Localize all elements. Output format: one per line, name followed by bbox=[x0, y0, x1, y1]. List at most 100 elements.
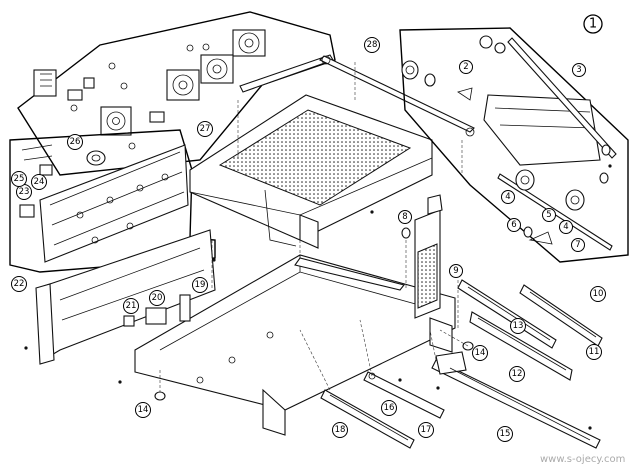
callout-circle bbox=[149, 290, 165, 306]
gear-pair-4 bbox=[515, 169, 585, 211]
left-side-frame-panel bbox=[9, 129, 216, 273]
callout-25: 25 bbox=[11, 171, 27, 187]
callout-label: 15 bbox=[500, 429, 511, 439]
gear-26 bbox=[86, 150, 106, 166]
rail-10 bbox=[519, 284, 603, 347]
callout-circle bbox=[572, 63, 586, 77]
figure-number: 1 bbox=[589, 17, 597, 32]
callout-label: 10 bbox=[593, 289, 604, 299]
shaft-3 bbox=[507, 37, 617, 159]
gear-unit-1 bbox=[232, 29, 266, 57]
callout-24: 24 bbox=[31, 174, 47, 190]
callout-18: 18 bbox=[332, 422, 348, 438]
part-21 bbox=[123, 315, 135, 327]
bracket-cluster bbox=[33, 43, 210, 150]
callout-circle bbox=[590, 286, 606, 302]
small-brackets bbox=[123, 294, 191, 327]
callout-circle bbox=[398, 210, 412, 224]
assembly-guides bbox=[159, 60, 469, 392]
callout-7: 7 bbox=[571, 238, 585, 252]
callout-label: 14 bbox=[475, 348, 486, 358]
callout-circle bbox=[192, 277, 208, 293]
callout-label: 2 bbox=[463, 62, 468, 72]
part-23 bbox=[19, 204, 35, 218]
part-7 bbox=[528, 231, 553, 245]
callout-27: 27 bbox=[197, 121, 213, 137]
drive-bracket bbox=[483, 94, 601, 166]
gear-unit-2 bbox=[200, 54, 234, 84]
callout-9: 9 bbox=[449, 264, 463, 278]
callout-label: 26 bbox=[70, 137, 81, 147]
callout-circle bbox=[459, 60, 473, 74]
callout-label: 14 bbox=[138, 405, 149, 415]
clip-2 bbox=[457, 87, 473, 101]
part-19 bbox=[179, 294, 191, 322]
callout-17: 17 bbox=[418, 422, 434, 438]
callout-22: 22 bbox=[11, 276, 27, 292]
part-20 bbox=[145, 307, 167, 325]
callout-26: 26 bbox=[67, 134, 83, 150]
rail-18 bbox=[320, 389, 415, 449]
drive-gear-panel bbox=[17, 11, 336, 176]
callout-label: 20 bbox=[152, 293, 163, 303]
callout-label: 27 bbox=[200, 124, 211, 134]
base-foot-front bbox=[262, 388, 286, 436]
callout-13: 13 bbox=[510, 318, 526, 334]
callout-2: 2 bbox=[459, 60, 473, 74]
callout-circle bbox=[31, 174, 47, 190]
callout-circle bbox=[571, 238, 585, 252]
callout-circle bbox=[510, 318, 526, 334]
callout-label: 4 bbox=[563, 222, 568, 232]
vertical-column bbox=[401, 194, 443, 319]
callout-label: 22 bbox=[14, 279, 25, 289]
callout-15: 15 bbox=[497, 426, 513, 442]
callout-label: 24 bbox=[34, 177, 45, 187]
rail-12 bbox=[469, 311, 573, 381]
callout-label: 18 bbox=[335, 425, 346, 435]
part-24 bbox=[39, 164, 53, 176]
callout-6: 6 bbox=[507, 218, 521, 232]
rail-28 bbox=[319, 55, 475, 137]
left-side-plate bbox=[39, 144, 189, 263]
callout-label: 25 bbox=[14, 174, 25, 184]
gear-unit-4 bbox=[100, 106, 132, 136]
callout-19: 19 bbox=[192, 277, 208, 293]
rail-16 bbox=[363, 371, 445, 419]
callout-20: 20 bbox=[149, 290, 165, 306]
callout-label: 23 bbox=[19, 187, 30, 197]
callout-label: 11 bbox=[589, 347, 600, 357]
callout-14: 14 bbox=[472, 345, 488, 361]
callout-circle bbox=[507, 218, 521, 232]
callout-circle bbox=[418, 422, 434, 438]
callout-circle bbox=[11, 276, 27, 292]
washer-14-left bbox=[154, 391, 166, 401]
base-inner-rail bbox=[294, 257, 405, 291]
callout-circle bbox=[67, 134, 83, 150]
callout-label: 5 bbox=[546, 210, 551, 220]
callout-16: 16 bbox=[381, 400, 397, 416]
bushing-6 bbox=[523, 226, 533, 238]
callout-circle bbox=[501, 190, 515, 204]
callout-label: 7 bbox=[575, 240, 580, 250]
callout-circle bbox=[559, 220, 573, 234]
rail-15 bbox=[431, 351, 601, 449]
callout-circle bbox=[497, 426, 513, 442]
base-frame bbox=[134, 254, 456, 436]
callout-circle bbox=[472, 345, 488, 361]
callout-label: 21 bbox=[126, 301, 137, 311]
callout-label: 3 bbox=[576, 65, 581, 75]
callout-label: 9 bbox=[453, 266, 458, 276]
callout-label: 6 bbox=[511, 220, 516, 230]
left-side-holes bbox=[76, 173, 169, 244]
callout-circle bbox=[509, 366, 525, 382]
gear-unit-3 bbox=[166, 69, 200, 101]
callout-label: 17 bbox=[421, 425, 432, 435]
callout-circle bbox=[542, 208, 556, 222]
guide-rail bbox=[239, 54, 334, 93]
callout-circle bbox=[449, 264, 463, 278]
gear-assembly-top bbox=[401, 35, 506, 87]
screws bbox=[24, 164, 612, 430]
callout-circle bbox=[586, 344, 602, 360]
callout-label: 4 bbox=[505, 192, 510, 202]
